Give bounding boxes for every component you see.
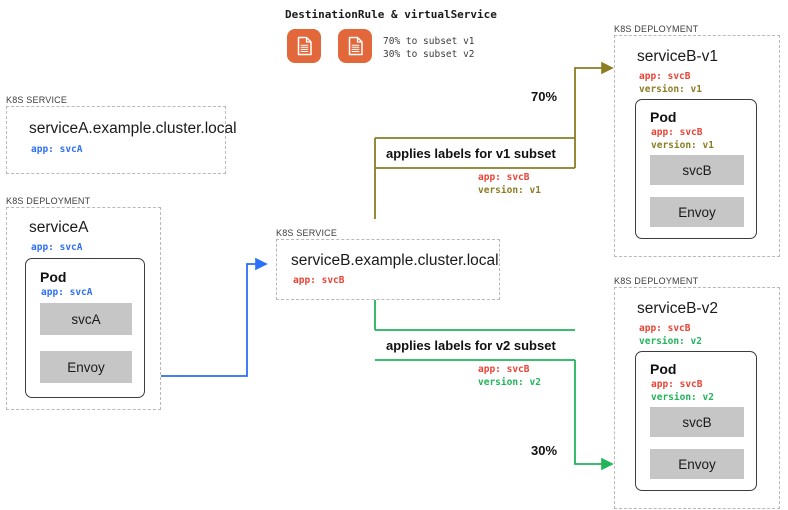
deployment-b-v1-box: serviceB-v1 app: svcB version: v1 Pod ap… <box>614 35 780 257</box>
deployment-b-v2-kind-label: K8S DEPLOYMENT <box>614 276 699 286</box>
container-envoy-b-v1: Envoy <box>650 197 744 227</box>
deployment-a-name: serviceA <box>29 219 89 236</box>
pod-b-v2-title: Pod <box>650 361 677 377</box>
v1-percent: 70% <box>531 89 558 104</box>
document-glyph <box>297 36 312 56</box>
service-b-kind-label: K8S SERVICE <box>276 228 338 238</box>
v1-subset-caption: applies labels for v1 subset <box>382 146 560 161</box>
v2-percent: 30% <box>531 443 558 458</box>
container-svcb-v2: svcB <box>650 407 744 437</box>
deployment-b-v2-name: serviceB-v2 <box>637 300 718 317</box>
service-a-name: serviceA.example.cluster.local <box>29 120 237 137</box>
pod-a-title: Pod <box>40 269 67 285</box>
v1-version-label: version: v1 <box>478 185 541 196</box>
v2-version-label: version: v2 <box>478 377 541 388</box>
deployment-a-app-label: app: svcA <box>31 242 83 253</box>
pod-a-app-label: app: svcA <box>41 287 93 298</box>
pod-b-v2-version-label: version: v2 <box>651 392 714 403</box>
pod-b-v2-app-label: app: svcB <box>651 379 703 390</box>
pod-b-v2-box: Pod app: svcB version: v2 svcB Envoy <box>635 351 757 491</box>
container-svca: svcA <box>40 303 132 335</box>
container-svcb-v1: svcB <box>650 155 744 185</box>
deployment-b-v1-kind-label: K8S DEPLOYMENT <box>614 24 699 34</box>
document-icon-destinationrule[interactable] <box>287 29 321 63</box>
connector-v1-to-deployment <box>574 61 614 168</box>
service-a-kind-label: K8S SERVICE <box>6 95 68 105</box>
service-b-name: serviceB.example.cluster.local <box>291 252 499 269</box>
deployment-b-v1-version-label: version: v1 <box>639 84 702 95</box>
pod-b-v1-version-label: version: v1 <box>651 140 714 151</box>
pod-b-v1-app-label: app: svcB <box>651 127 703 138</box>
service-b-box: serviceB.example.cluster.local app: svcB <box>276 239 500 300</box>
deployment-b-v1-app-label: app: svcB <box>639 71 691 82</box>
pod-a-box: Pod app: svcA svcA Envoy <box>25 258 145 398</box>
service-a-app-label: app: svcA <box>31 144 83 155</box>
pod-b-v1-title: Pod <box>650 109 677 125</box>
deployment-a-box: serviceA app: svcA Pod app: svcA svcA En… <box>6 207 161 410</box>
deployment-b-v2-box: serviceB-v2 app: svcB version: v2 Pod ap… <box>614 287 780 509</box>
v2-subset-caption: applies labels for v2 subset <box>382 338 560 353</box>
pod-b-v1-box: Pod app: svcB version: v1 svcB Envoy <box>635 99 757 239</box>
deployment-b-v1-name: serviceB-v1 <box>637 48 718 65</box>
destinationrule-title: DestinationRule & virtualService <box>285 8 497 21</box>
document-icon-virtualservice[interactable] <box>338 29 372 63</box>
container-envoy-a: Envoy <box>40 351 132 383</box>
document-glyph <box>348 36 363 56</box>
v1-app-label: app: svcB <box>478 172 530 183</box>
container-envoy-b-v2: Envoy <box>650 449 744 479</box>
deployment-b-v2-version-label: version: v2 <box>639 336 702 347</box>
deployment-b-v2-app-label: app: svcB <box>639 323 691 334</box>
deployment-a-kind-label: K8S DEPLOYMENT <box>6 196 91 206</box>
service-a-box: serviceA.example.cluster.local app: svcA <box>6 106 237 174</box>
traffic-weights-text: 70% to subset v1 30% to subset v2 <box>383 36 475 60</box>
service-b-app-label: app: svcB <box>293 275 345 286</box>
connector-v2-to-deployment <box>574 360 614 471</box>
v2-app-label: app: svcB <box>478 364 530 375</box>
